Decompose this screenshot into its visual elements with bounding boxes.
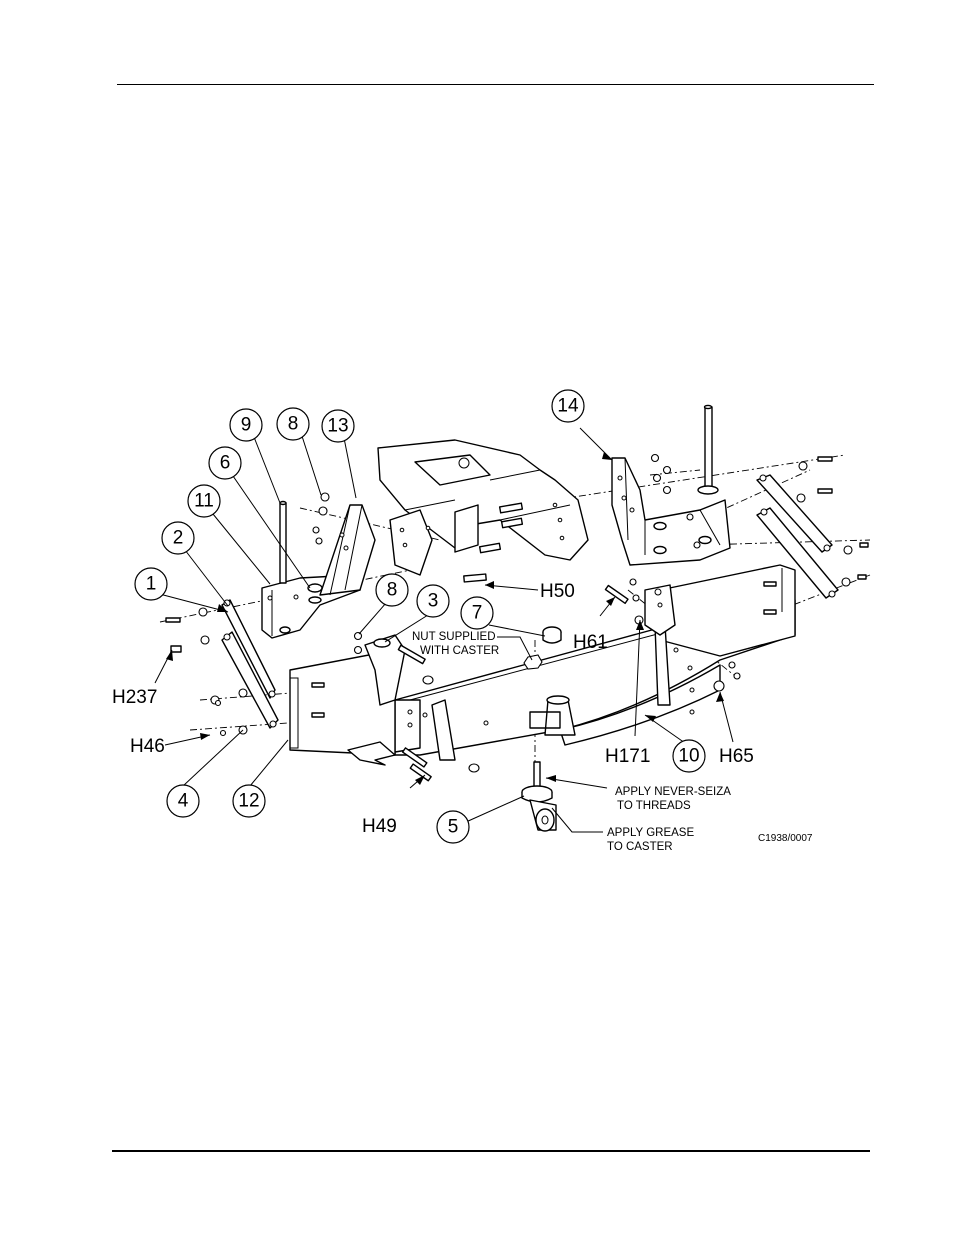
label-h46: H46 <box>130 736 165 757</box>
right-arms <box>756 474 839 599</box>
right-bracket <box>611 404 731 566</box>
svg-text:12: 12 <box>238 791 259 812</box>
svg-text:APPLY GREASE: APPLY GREASE <box>607 827 694 839</box>
svg-text:3: 3 <box>428 591 439 612</box>
label-h171: H171 <box>605 746 650 767</box>
bracket-3 <box>364 634 434 706</box>
deck-plate <box>289 564 796 766</box>
label-h61: H61 <box>573 632 608 653</box>
balloon-6: 6 <box>208 446 242 480</box>
svg-text:WITH CASTER: WITH CASTER <box>420 645 499 657</box>
balloon-14: 14 <box>551 389 585 423</box>
svg-text:TO THREADS: TO THREADS <box>617 800 691 812</box>
left-mount-brackets <box>261 500 376 639</box>
label-h65: H65 <box>719 746 754 767</box>
svg-text:5: 5 <box>448 817 459 838</box>
svg-text:2: 2 <box>173 528 184 549</box>
svg-text:11: 11 <box>194 491 214 512</box>
balloon-9: 9 <box>229 408 263 442</box>
svg-text:9: 9 <box>241 415 252 436</box>
label-h49: H49 <box>362 816 397 837</box>
header-rule <box>117 84 874 85</box>
balloon-1: 1 <box>134 567 168 601</box>
balloon-13: 13 <box>321 409 355 443</box>
svg-text:7: 7 <box>472 603 483 624</box>
balloon-2: 2 <box>161 521 195 555</box>
label-h50: H50 <box>540 581 575 602</box>
upper-frame <box>377 439 589 583</box>
svg-text:8: 8 <box>288 414 299 435</box>
drawing-code: C1938/0007 <box>758 833 813 844</box>
note-never-seize: APPLY NEVER-SEIZA TO THREADS <box>615 786 731 812</box>
balloon-4: 4 <box>166 784 200 818</box>
leader-arrows <box>166 452 724 785</box>
note-grease: APPLY GREASE TO CASTER <box>607 827 694 853</box>
center-right-bracket <box>604 584 676 636</box>
label-h237: H237 <box>112 687 157 708</box>
balloon-3: 3 <box>416 584 450 618</box>
svg-text:4: 4 <box>178 791 189 812</box>
svg-text:TO CASTER: TO CASTER <box>607 841 673 853</box>
svg-text:13: 13 <box>327 416 348 437</box>
svg-text:10: 10 <box>678 746 699 767</box>
footer-rule <box>112 1150 870 1152</box>
balloon-5: 5 <box>436 810 470 844</box>
balloon-10: 10 <box>672 739 706 773</box>
svg-text:14: 14 <box>557 396 579 417</box>
balloon-12: 12 <box>232 784 266 818</box>
balloon-8-top: 8 <box>276 407 310 441</box>
balloon-11: 11 <box>187 484 221 518</box>
svg-text:APPLY NEVER-SEIZA: APPLY NEVER-SEIZA <box>615 786 731 798</box>
caster-assembly <box>521 626 562 832</box>
fasteners <box>165 453 869 782</box>
svg-text:1: 1 <box>146 574 157 595</box>
balloon-8-mid: 8 <box>375 573 409 607</box>
note-nut-supplied: NUT SUPPLIED WITH CASTER <box>412 631 499 657</box>
balloon-7: 7 <box>460 596 494 630</box>
svg-text:8: 8 <box>387 580 398 601</box>
svg-text:6: 6 <box>220 453 231 474</box>
svg-text:NUT SUPPLIED: NUT SUPPLIED <box>412 631 496 643</box>
left-arms <box>221 599 279 729</box>
